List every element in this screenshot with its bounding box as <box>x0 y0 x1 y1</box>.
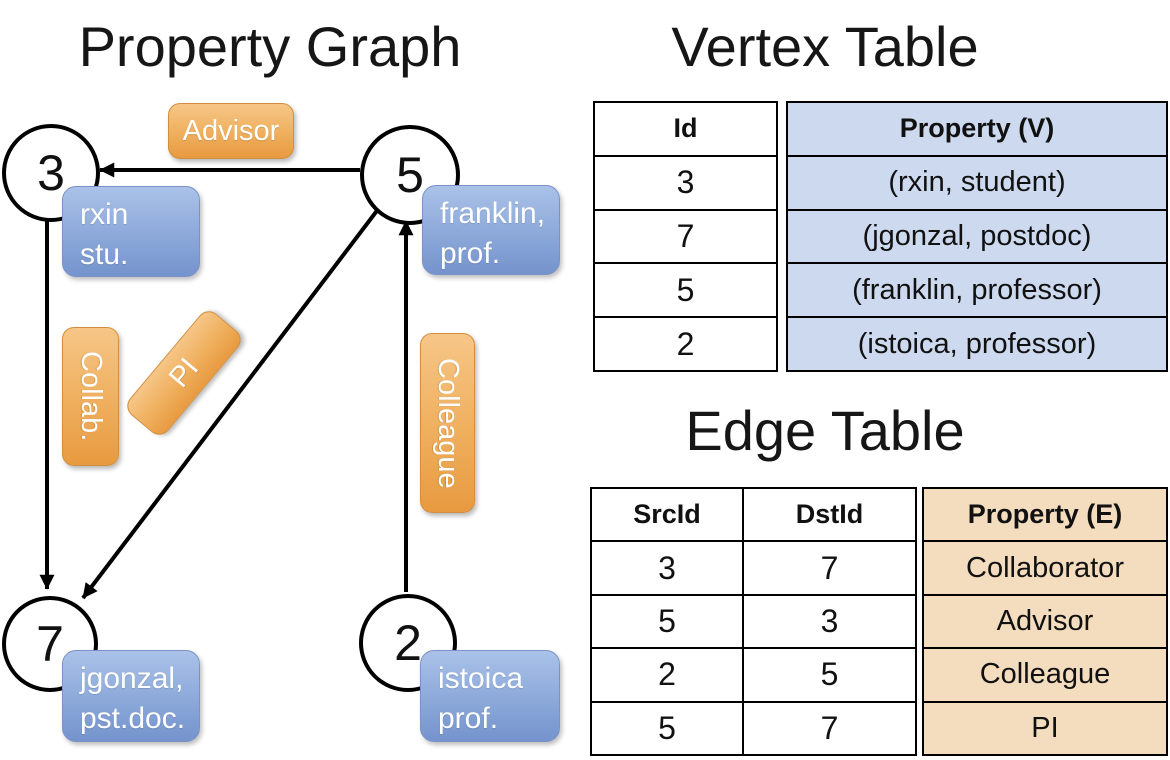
vertex-property-box-jgonzal: jgonzal, pst.doc. <box>62 650 200 742</box>
table-cell: (rxin, student) <box>788 156 1166 209</box>
column-header: Id <box>673 113 698 144</box>
vertex-id-label: 2 <box>394 615 422 671</box>
edge-label-collab: Collab. <box>62 327 119 466</box>
table-cell: Colleague <box>924 649 1166 701</box>
table-cell: 2 <box>658 656 676 693</box>
property-line: rxin <box>80 198 129 231</box>
vertex-property-box-franklin: franklin, prof. <box>422 185 560 275</box>
column-header: SrcId <box>633 499 701 530</box>
property-line: pst.doc. <box>80 701 186 735</box>
vertex-id-label: 7 <box>36 616 64 672</box>
table-cell: 5 <box>676 271 695 308</box>
table-cell: (franklin, professor) <box>788 264 1166 317</box>
table-cell: 3 <box>742 595 915 648</box>
edge-table-id-columns: SrcId DstId 3 7 5 3 2 5 5 7 <box>590 487 917 756</box>
vertex-node-2: 2 <box>359 594 457 692</box>
vertex-property-box-rxin: rxin stu. <box>62 186 200 277</box>
property-graph-title: Property Graph <box>78 15 462 78</box>
table-cell: (jgonzal, postdoc) <box>788 210 1166 263</box>
table-cell: 7 <box>742 542 915 594</box>
table-cell: 5 <box>658 603 676 640</box>
property-line: franklin, <box>440 197 546 230</box>
table-cell: 5 <box>658 709 676 746</box>
edge-label-advisor: Advisor <box>168 103 294 159</box>
edge-table-property-column: Property (E) Collaborator Advisor Collea… <box>922 487 1168 756</box>
edge-table-title: Edge Table <box>685 399 965 462</box>
table-cell: Collaborator <box>924 542 1166 594</box>
property-line: stu. <box>80 237 129 271</box>
table-cell: 7 <box>742 702 915 755</box>
vertex-id-label: 5 <box>396 147 424 203</box>
edge-pi-5-to-7 <box>81 206 381 600</box>
vertex-table-title: Vertex Table <box>671 15 979 78</box>
table-cell: PI <box>924 702 1166 755</box>
table-cell: 3 <box>658 549 676 586</box>
column-header: DstId <box>742 489 915 541</box>
property-line: prof. <box>438 701 499 735</box>
vertex-table-id-column: Id 3 7 5 2 <box>593 101 778 372</box>
property-line: istoica <box>438 662 524 695</box>
column-header: Property (E) <box>924 489 1166 541</box>
table-cell: 7 <box>676 217 695 254</box>
table-cell: 2 <box>676 325 695 362</box>
vertex-id-label: 3 <box>37 145 65 201</box>
edge-label-colleague: Colleague <box>420 333 475 513</box>
property-line: prof. <box>440 236 501 270</box>
table-cell: 5 <box>742 649 915 701</box>
table-cell: Advisor <box>924 595 1166 648</box>
column-header: Property (V) <box>788 103 1166 155</box>
table-cell: (istoica, professor) <box>788 318 1166 370</box>
graph-edges-layer <box>39 162 414 600</box>
table-cell: 3 <box>676 164 695 201</box>
vertex-table-property-column: Property (V) (rxin, student) (jgonzal, p… <box>786 101 1168 372</box>
property-line: jgonzal, <box>80 662 184 695</box>
vertex-property-box-istoica: istoica prof. <box>420 650 560 742</box>
